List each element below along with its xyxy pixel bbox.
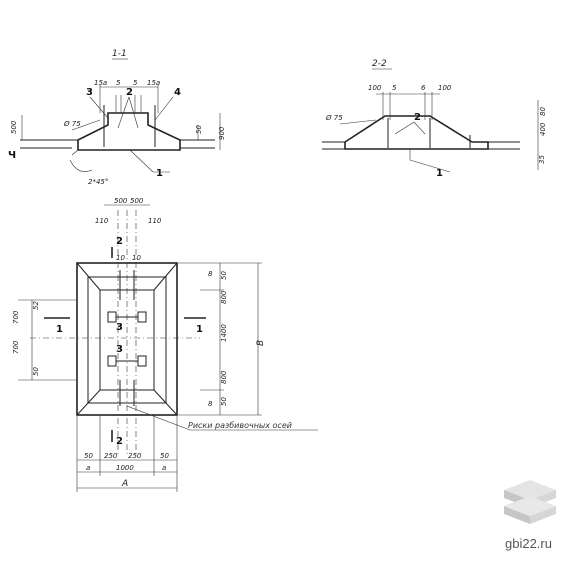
dim-chamfer: 2*45° [88, 178, 108, 186]
dim-1000: 1000 [116, 464, 134, 472]
dim-500-right: 500 [130, 197, 144, 205]
dim-110-right: 110 [148, 217, 162, 225]
mark-3-bottom: 3 [116, 344, 123, 355]
dim-10-right: 10 [132, 254, 141, 262]
callout-4: 4 [174, 87, 181, 98]
dim-5-left: 5 [116, 79, 121, 87]
mark-3-top: 3 [116, 322, 123, 333]
dim-700-top: 700 [12, 310, 20, 324]
dim-400: 400 [539, 122, 547, 136]
dim-250-right: 250 [128, 452, 142, 460]
dim-250-left: 250 [104, 452, 118, 460]
dim-6: 6 [421, 84, 426, 92]
dim-52: 52 [32, 301, 40, 310]
dim-50-bottom-left: 50 [84, 452, 93, 460]
dim-5: 5 [392, 84, 397, 92]
dim-a-left: а [86, 464, 90, 472]
note-axis-marks: Риски разбивочных осей [188, 421, 292, 430]
dim-50-right-top: 50 [220, 271, 228, 280]
dim-500: 500 [10, 120, 18, 134]
dim-800-bottom: 800 [220, 370, 228, 384]
mark-2-top: 2 [116, 236, 123, 247]
dim-phi75: Ø 75 [63, 120, 81, 128]
dim-10-left: 10 [116, 254, 125, 262]
plan-view: 3 3 500 500 110 110 10 10 2 2 1 1 52 700… [12, 197, 318, 492]
section-2-2: 2-2 100 5 6 100 Ø 75 2 1 80 400 35 [322, 59, 547, 179]
dim-8-top: 8 [208, 270, 213, 278]
dim-900: 900 [218, 126, 226, 140]
dim-110-left: 110 [95, 217, 109, 225]
dim-500-left: 500 [114, 197, 128, 205]
callout-3: 3 [86, 87, 93, 98]
dim-50-bottom-right: 50 [160, 452, 169, 460]
callout-1-s2: 1 [436, 168, 443, 179]
callout-2: 2 [126, 87, 133, 98]
dim-50: 50 [195, 125, 203, 134]
dim-80: 80 [539, 107, 547, 116]
mark-1-left: 1 [56, 324, 63, 335]
watermark-site: gbi22.ru [505, 536, 552, 551]
dim-50-right-bottom: 50 [220, 397, 228, 406]
section-2-title: 2-2 [372, 59, 387, 69]
dim-35: 35 [538, 155, 546, 164]
dim-100-right: 100 [438, 84, 452, 92]
callout-1: 1 [156, 168, 163, 179]
callout-2-s2: 2 [414, 112, 421, 123]
dim-50-left: 50 [32, 367, 40, 376]
dim-B: В [256, 340, 266, 346]
mark-1-right: 1 [196, 324, 203, 335]
stacked-slabs-icon [504, 480, 556, 524]
section-1-title: 1-1 [112, 49, 127, 59]
dim-15a-left: 15а [94, 79, 107, 87]
dim-a-right: а [162, 464, 166, 472]
dim-15a-right: 15а [147, 79, 160, 87]
section-1-1: 1-1 15а 5 5 15а 3 2 4 1 [8, 49, 226, 186]
mark-2-bottom: 2 [116, 436, 123, 447]
dim-8-bottom: 8 [208, 400, 213, 408]
dim-700-bottom: 700 [12, 340, 20, 354]
dim-1400: 1400 [220, 324, 228, 342]
dim-800-top: 800 [220, 290, 228, 304]
dim-phi75-2: Ø 75 [325, 114, 343, 122]
dim-5-right: 5 [133, 79, 138, 87]
dim-A: А [121, 479, 128, 489]
dim-100-left: 100 [368, 84, 382, 92]
axis-mark-left: Ч [8, 150, 16, 161]
